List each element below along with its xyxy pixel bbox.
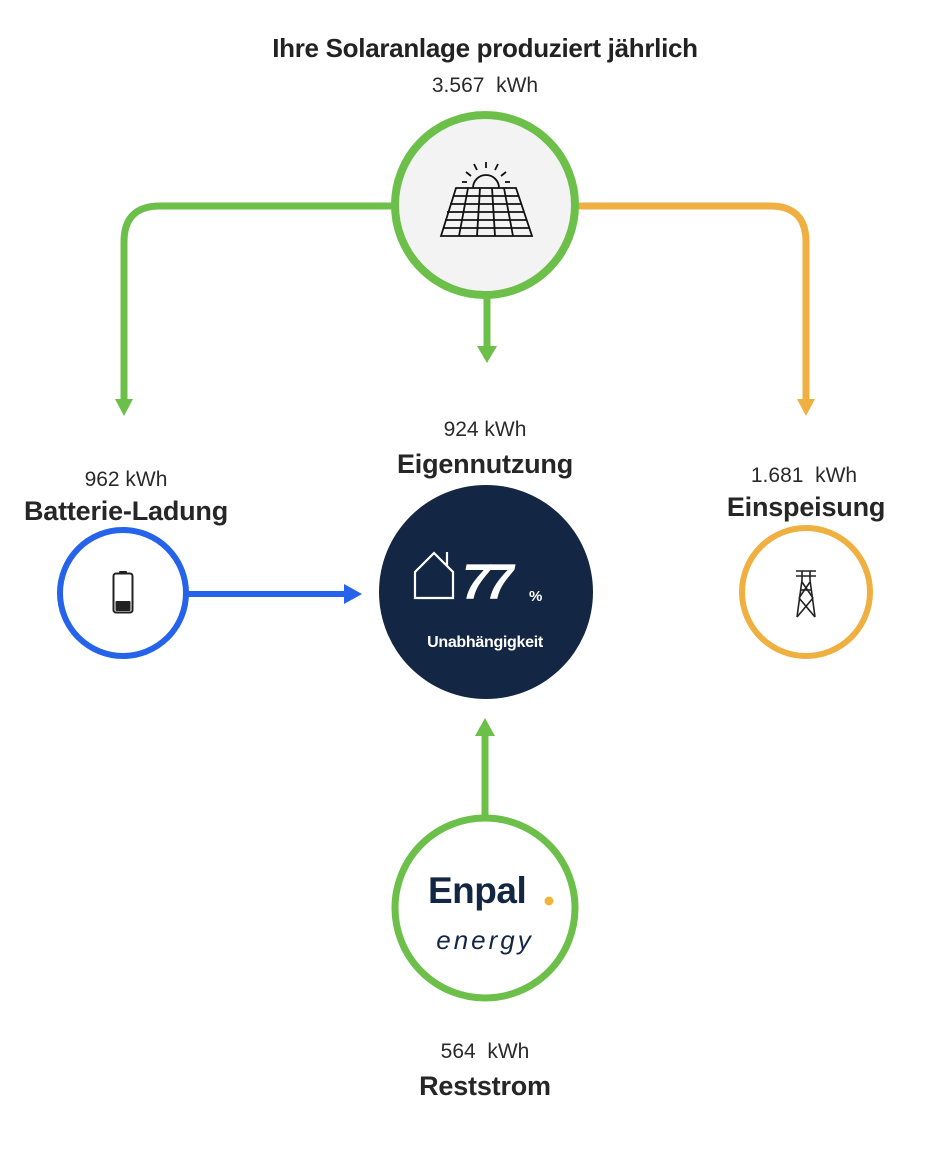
feed-in-value: 1.681 kWh [750,464,858,487]
grid-label: Reststrom [419,1071,551,1101]
self-use-value: 924 kWh [443,418,527,441]
enpal-logo-sub: energy [436,925,534,955]
self-use-node [379,485,593,699]
battery-node [57,527,189,659]
solar-node [391,111,579,299]
enpal-logo-word: Enpal [428,870,527,911]
feed-in-node [739,525,873,659]
arrowhead-selfuse-left [344,584,362,604]
production-value: 3.567 kWh [431,74,539,97]
logo-dot [544,896,554,906]
arrowhead-battery [115,399,133,416]
flow-solar-to-feedin [578,202,810,400]
grid-node [391,814,579,1002]
house-icon [413,551,455,600]
battery-icon [112,571,134,614]
independence-caption: Unabhängigkeit [427,634,543,651]
self-use-label: Eigennutzung [396,449,574,479]
independence-percent: 77 [462,554,514,610]
solar-panel-icon [439,162,534,237]
battery-value: 962 kWh [84,468,168,491]
page-title: Ihre Solaranlage produziert jährlich [272,33,698,63]
arrowhead-selfuse-top [477,346,497,363]
percent-sign: % [529,588,543,605]
grid-value: 564 kWh [440,1040,530,1063]
feed-in-label: Einspeisung [726,492,886,522]
flow-solar-to-battery [120,202,392,400]
arrowhead-selfuse-bottom [475,718,495,736]
arrowhead-feedin [797,399,815,416]
battery-label: Batterie-Ladung [23,496,228,526]
power-tower-icon [796,570,816,618]
